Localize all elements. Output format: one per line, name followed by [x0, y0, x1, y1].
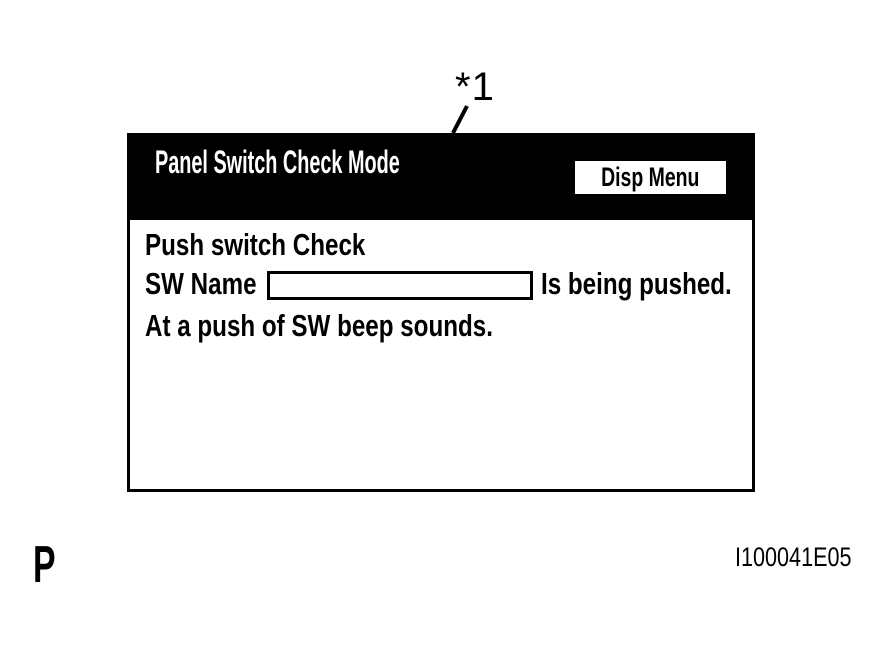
screen-header: Panel Switch Check Mode Disp Menu [127, 133, 755, 220]
screen-body: Push switch Check SW Name Is being pushe… [127, 220, 755, 492]
callout-line-upper [451, 105, 469, 134]
callout-label: *1 [455, 65, 495, 109]
beep-sounds-text: At a push of SW beep sounds. [145, 308, 493, 343]
sw-name-label: SW Name [145, 266, 257, 301]
disp-menu-button[interactable]: Disp Menu [575, 161, 726, 194]
section-letter: P [33, 536, 56, 594]
panel-switch-check-screen: Panel Switch Check Mode Disp Menu Push s… [127, 133, 755, 492]
push-switch-check-text: Push switch Check [145, 227, 366, 262]
is-being-pushed-text: Is being pushed. [541, 266, 732, 301]
sw-name-display-box [267, 271, 533, 300]
figure-id: I100041E05 [735, 542, 852, 572]
disp-menu-button-label: Disp Menu [601, 162, 700, 192]
screen-title: Panel Switch Check Mode [155, 144, 400, 180]
